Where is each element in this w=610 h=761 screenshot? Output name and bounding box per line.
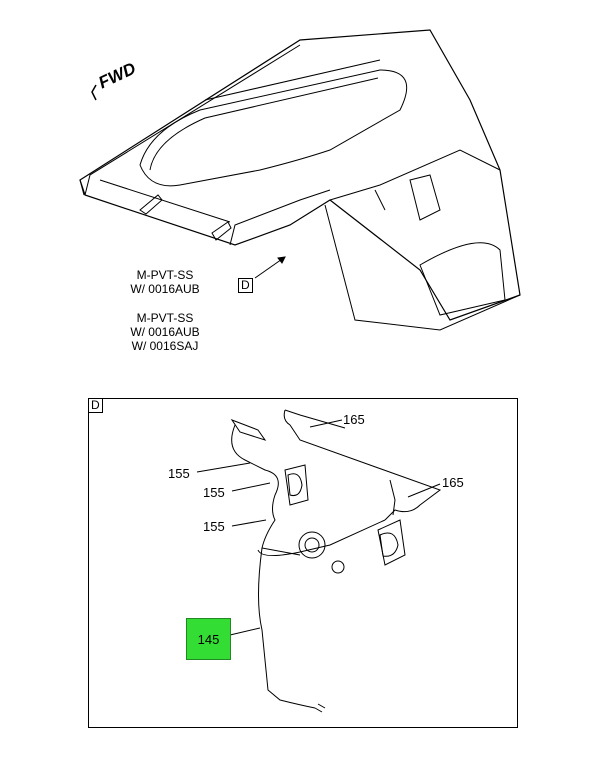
- note-2-line-3: W/ 0016SAJ: [131, 339, 199, 353]
- detail-view-frame: [88, 398, 518, 728]
- note-1-line-2: W/ 0016AUB: [130, 282, 200, 296]
- note-2: M-PVT-SS W/ 0016AUB W/ 0016SAJ: [110, 311, 220, 353]
- highlighted-part-145[interactable]: 145: [186, 618, 231, 660]
- callout-155[interactable]: 155: [168, 466, 190, 481]
- note-1: M-PVT-SS W/ 0016AUB: [110, 268, 220, 296]
- detail-reference-label: D: [238, 278, 253, 293]
- detail-harness-drawing: [196, 409, 442, 713]
- note-1-line-1: M-PVT-SS: [136, 268, 194, 282]
- callout-155[interactable]: 155: [203, 519, 225, 534]
- callout-155[interactable]: 155: [203, 485, 225, 500]
- note-2-line-1: M-PVT-SS: [136, 311, 194, 325]
- note-2-line-2: W/ 0016AUB: [130, 325, 200, 339]
- callout-165[interactable]: 165: [442, 475, 464, 490]
- callout-165[interactable]: 165: [343, 412, 365, 427]
- detail-view-label: D: [88, 398, 103, 413]
